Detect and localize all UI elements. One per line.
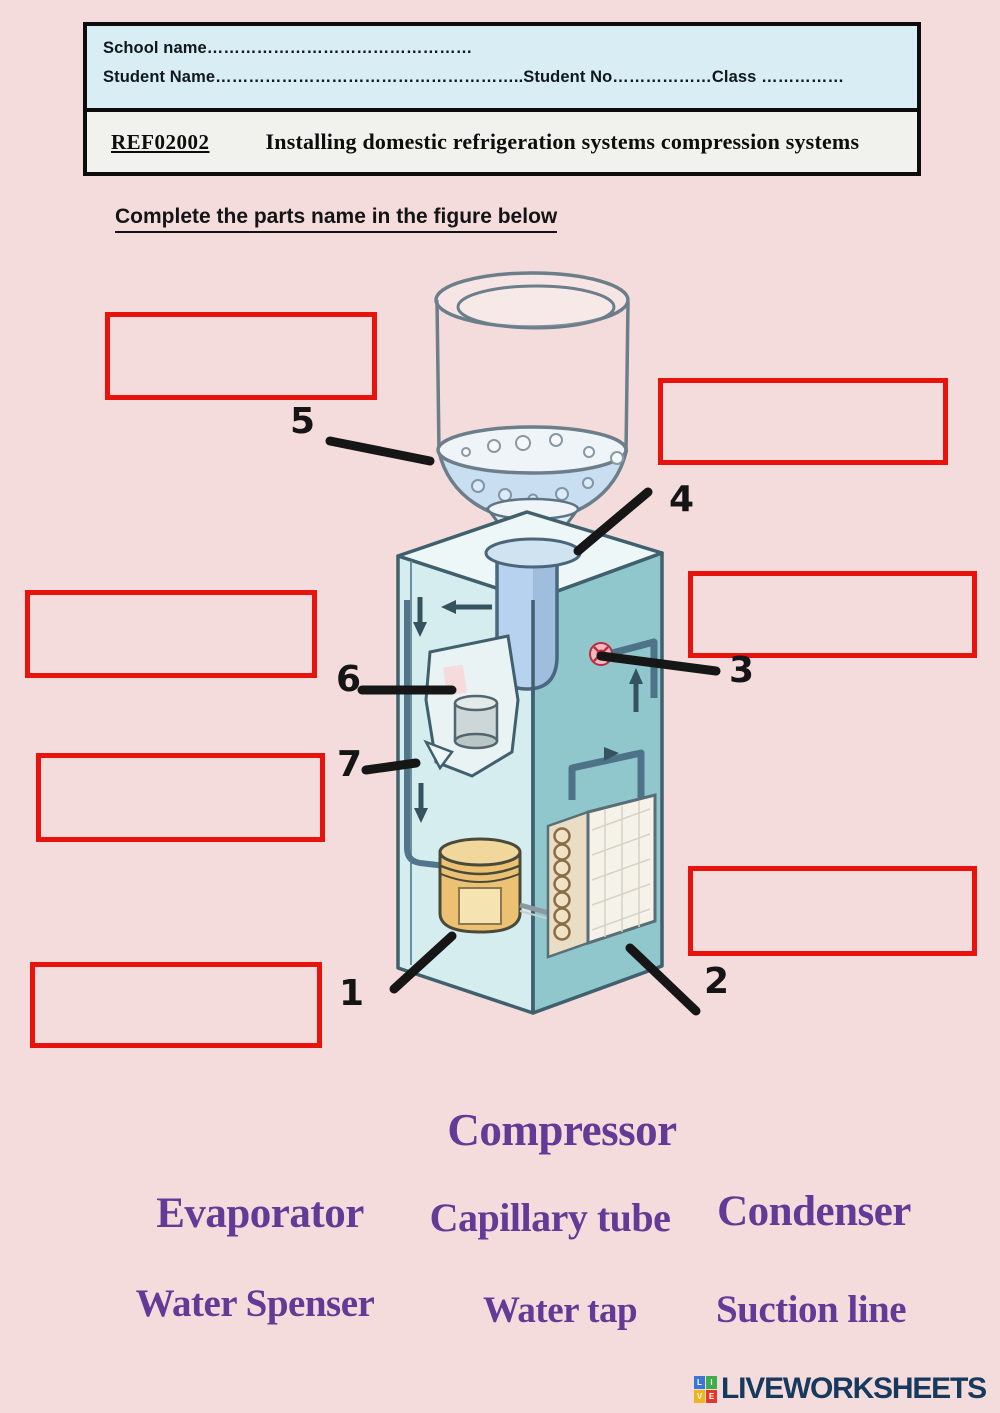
float-valve-assembly (423, 634, 520, 778)
answer-box-4[interactable] (658, 378, 948, 465)
instruction-text: Complete the parts name in the figure be… (115, 205, 558, 233)
liveworksheets-logo-text: LIVEWORKSHEETS (721, 1372, 987, 1405)
answer-box-3[interactable] (688, 571, 977, 658)
answer-box-2[interactable] (688, 866, 977, 956)
word-bank-water-spenser[interactable]: Water Spenser (135, 1282, 375, 1325)
callout-number-7: 7 (337, 744, 363, 785)
liveworksheets-logo-icon: L I V E (694, 1375, 717, 1403)
word-bank-suction-line[interactable]: Suction line (715, 1288, 907, 1331)
answer-box-6[interactable] (25, 590, 317, 678)
leader-arrow-4 (573, 487, 653, 556)
course-header-section: REF02002 Installing domestic refrigerati… (87, 112, 917, 172)
callout-number-1: 1 (339, 973, 365, 1014)
callout-number-5: 5 (290, 401, 316, 442)
student-info-section: School name………………………………………… Student Name… (87, 26, 917, 112)
course-title: Installing domestic refrigeration system… (265, 129, 860, 154)
leader-arrow-3 (596, 651, 721, 676)
liveworksheets-logo: L I V E LIVEWORKSHEETS (694, 1372, 987, 1406)
flow-arrows-left (413, 597, 492, 823)
answer-box-1[interactable] (30, 962, 322, 1048)
leader-arrow-1 (389, 931, 457, 994)
word-bank-evaporator[interactable]: Evaporator (156, 1190, 364, 1237)
answer-box-5[interactable] (105, 312, 377, 400)
logo-tile-l: L (694, 1375, 705, 1389)
callout-number-2: 2 (704, 961, 730, 1002)
compressor-tank (438, 837, 550, 934)
word-bank-capillary-tube[interactable]: Capillary tube (429, 1195, 671, 1240)
word-bank-condenser[interactable]: Condenser (717, 1188, 911, 1235)
callout-number-6: 6 (336, 659, 362, 700)
water-bottle (434, 271, 630, 523)
flow-arrows-right (604, 668, 643, 761)
ref-code: REF02002 (111, 129, 210, 154)
leader-arrows (325, 436, 721, 1016)
student-name-line: Student Name………………………………………………..Student … (103, 68, 845, 86)
word-bank-water-tap[interactable]: Water tap (482, 1290, 638, 1331)
school-name-line: School name………………………………………… (103, 39, 473, 57)
header-box: School name………………………………………… Student Name… (83, 22, 921, 176)
callout-number-4: 4 (669, 479, 695, 520)
logo-tile-e: E (706, 1389, 717, 1403)
logo-tile-v: V (694, 1389, 705, 1403)
callout-number-3: 3 (729, 650, 755, 691)
answer-box-7[interactable] (36, 753, 325, 842)
leader-arrow-2 (625, 943, 701, 1016)
cabinet-top-collar (484, 537, 582, 569)
leader-arrow-5 (325, 436, 435, 466)
condenser-coil (546, 793, 657, 959)
word-bank-compressor[interactable]: Compressor (447, 1105, 677, 1155)
bowl-bubbles (471, 477, 594, 505)
leader-arrow-7 (361, 758, 421, 775)
logo-tile-i: I (706, 1375, 717, 1389)
water-bubbles (461, 433, 624, 465)
